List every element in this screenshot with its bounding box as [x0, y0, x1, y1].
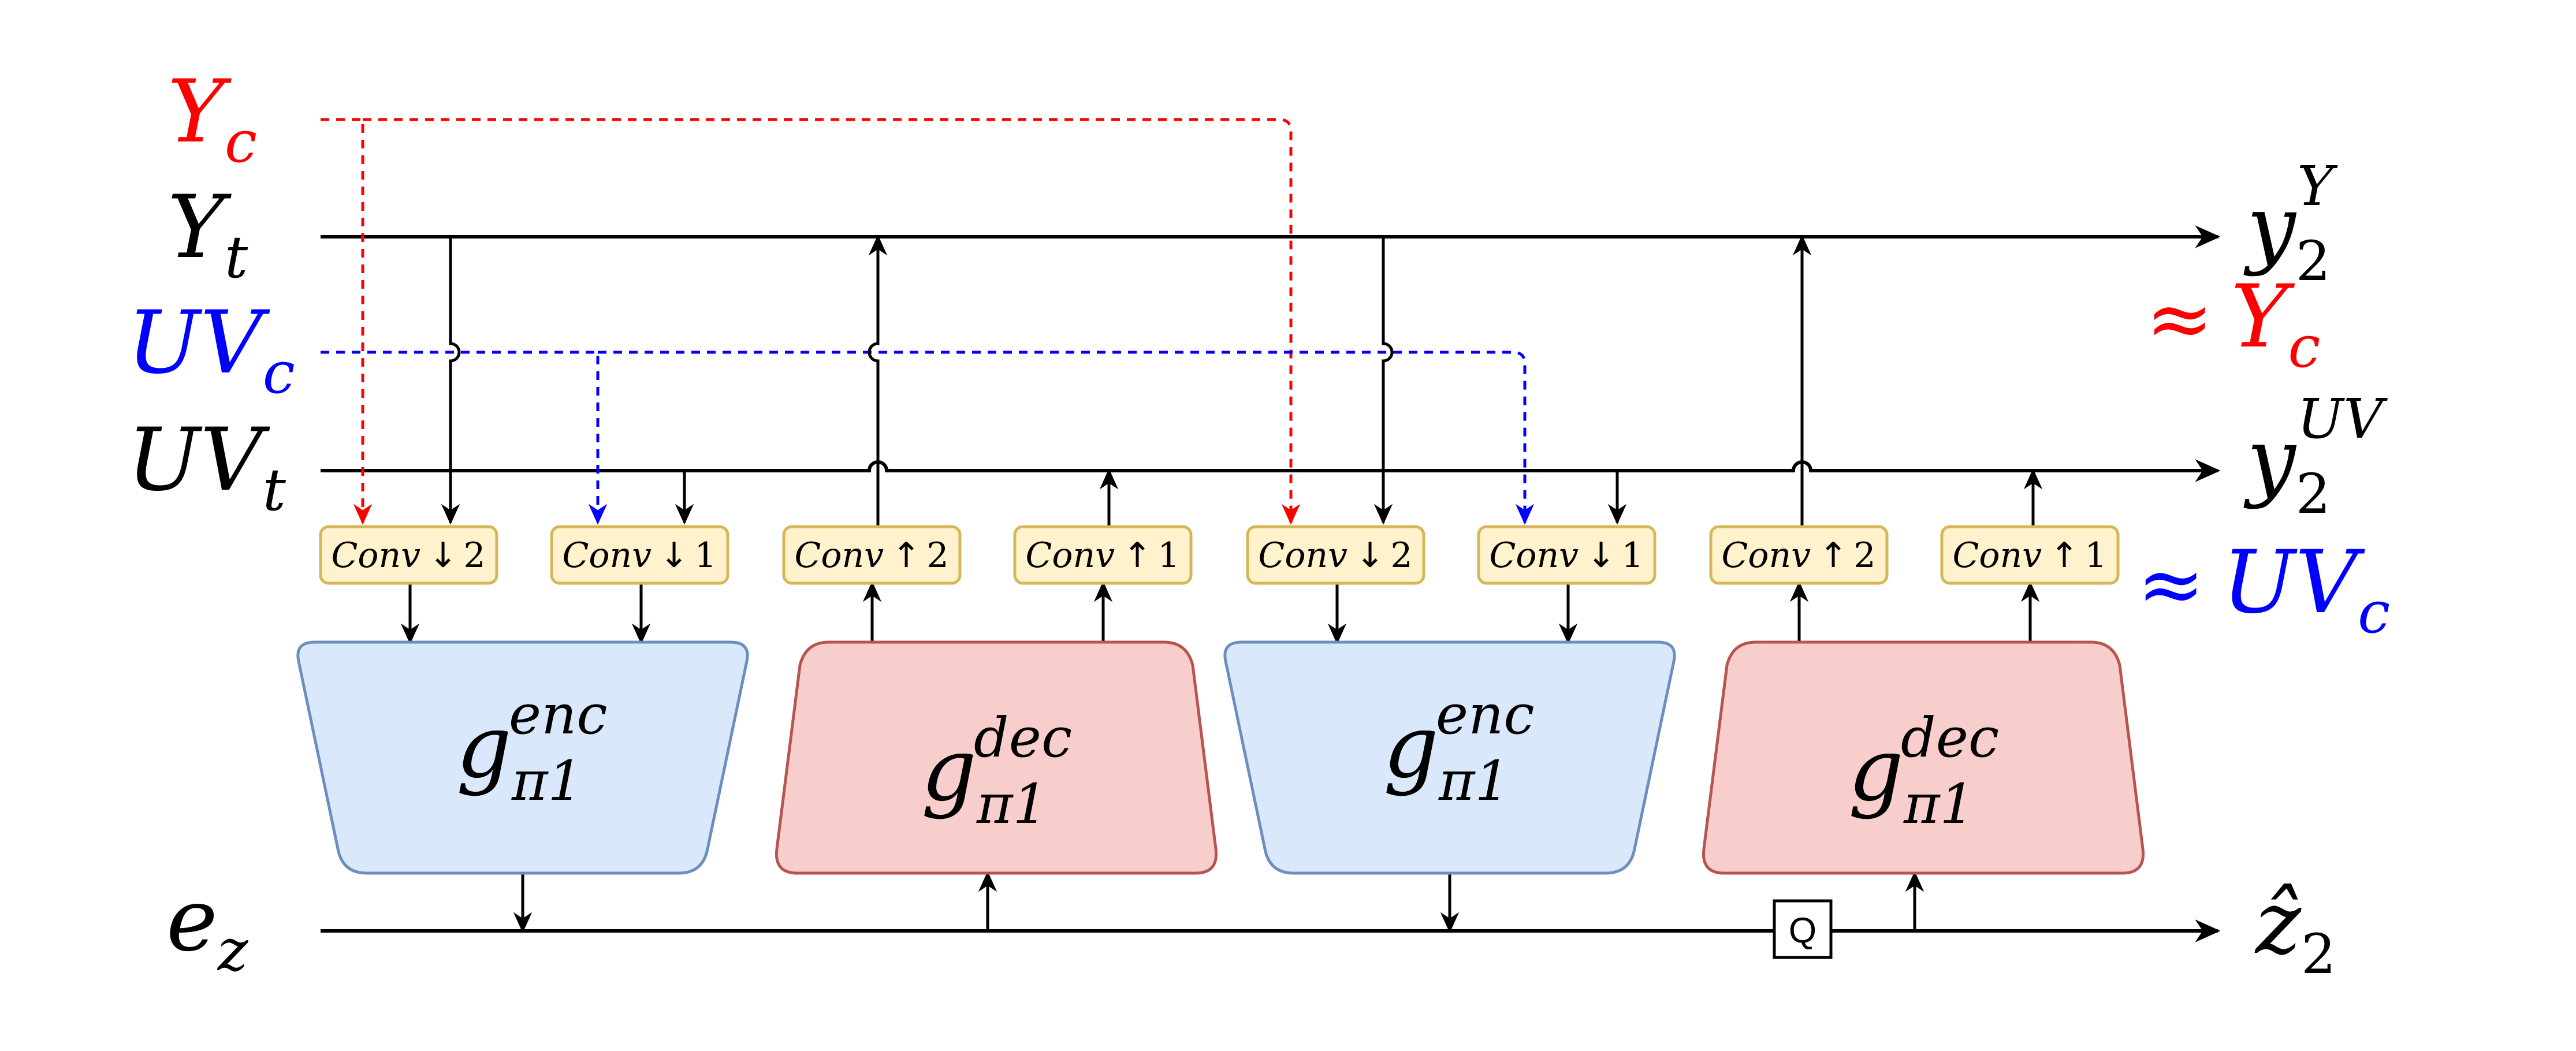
- label-z2-hat: ẑ2: [2254, 873, 2336, 986]
- quantizer-block: Q: [1773, 899, 1833, 959]
- label-y2-uv: y2UV: [2243, 387, 2388, 526]
- decoder-block-2: gπ1dec: [1702, 640, 2145, 875]
- label-e-z: ez: [166, 870, 249, 984]
- conv-block-7: Conv↑2: [1709, 525, 1889, 585]
- conv-block-8: Conv↑1: [1940, 525, 2120, 585]
- svg-text:Conv↓2: Conv↓2: [331, 535, 485, 576]
- svg-text:gπ1enc: gπ1enc: [1383, 683, 1535, 813]
- uv-c-line-to-conv6: [598, 351, 1535, 525]
- y-t-to-conv1: [441, 237, 461, 525]
- uv-c-line-to-conv2: [321, 351, 608, 525]
- conv-block-1: Conv↓2: [319, 525, 498, 585]
- svg-text:Q: Q: [1789, 911, 1816, 951]
- conv-block-5: Conv↓2: [1246, 525, 1425, 585]
- svg-text:Conv↑1: Conv↑1: [1025, 535, 1179, 576]
- y-c-line-to-conv1: [321, 118, 373, 525]
- encoder-block-2: gπ1enc: [1223, 640, 1676, 875]
- svg-text:Conv↓1: Conv↓1: [562, 535, 716, 576]
- svg-text:gπ1dec: gπ1dec: [921, 706, 1072, 836]
- svg-text:Conv↑2: Conv↑2: [794, 535, 948, 576]
- svg-text:Conv↑2: Conv↑2: [1721, 535, 1875, 576]
- svg-text:gπ1enc: gπ1enc: [456, 683, 608, 813]
- svg-text:Conv↑1: Conv↑1: [1952, 535, 2106, 576]
- conv-block-3: Conv↑2: [782, 525, 962, 585]
- decoder-block-1: gπ1dec: [775, 640, 1218, 875]
- y-t-to-conv5: [1373, 237, 1394, 525]
- y-c-line-to-conv5: [363, 118, 1301, 525]
- label-approx-uv-c: ≈UVc: [2137, 532, 2390, 646]
- conv-block-4: Conv↑1: [1013, 525, 1193, 585]
- conv-block-6: Conv↓1: [1477, 525, 1656, 585]
- svg-text:Conv↓2: Conv↓2: [1258, 535, 1412, 576]
- label-y-t: Yt: [167, 177, 248, 291]
- label-uv-t: UVt: [127, 410, 286, 524]
- conv-block-2: Conv↓1: [550, 525, 729, 585]
- label-approx-y-c: ≈Yc: [2146, 267, 2320, 381]
- uv-t-line: [321, 459, 2221, 482]
- label-y2-y: y2Y: [2243, 155, 2338, 293]
- conv3-to-y-t: [868, 234, 888, 531]
- encoder-block-1: gπ1enc: [296, 640, 749, 875]
- label-uv-c: UVc: [127, 293, 295, 407]
- svg-text:gπ1dec: gπ1dec: [1848, 706, 1999, 836]
- label-y-c: Yc: [167, 62, 257, 176]
- svg-text:Conv↓1: Conv↓1: [1489, 535, 1643, 576]
